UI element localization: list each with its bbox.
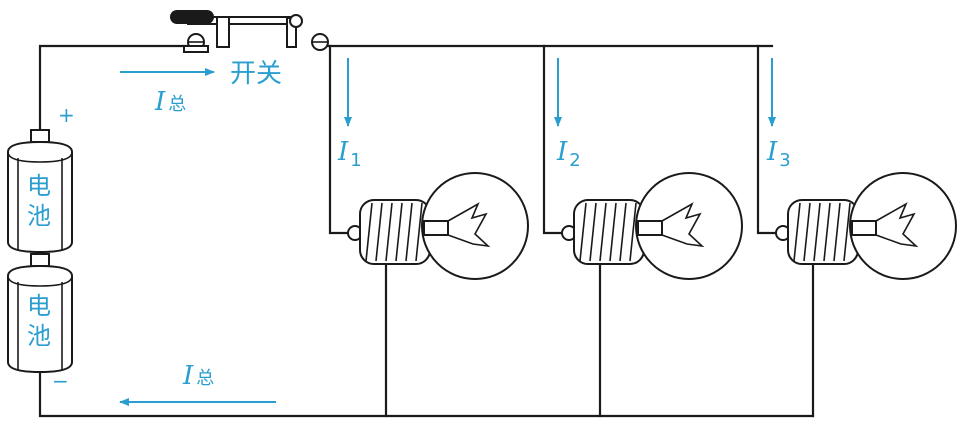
lamp-2 <box>561 172 743 280</box>
top-left-wire <box>38 44 192 134</box>
battery-cell-2-body <box>7 264 73 374</box>
battery-cell-1-terminal <box>30 129 50 143</box>
branch-3-feed-wire <box>756 44 782 235</box>
lamp-3-filament <box>875 202 919 248</box>
lamp-3 <box>775 172 957 280</box>
battery-cell-2-label-top: 电 <box>27 292 51 320</box>
battery: + − 电 池 电 池 <box>7 103 75 393</box>
battery-cell-1-label-bottom: 池 <box>27 202 51 230</box>
lamp-1 <box>347 172 529 280</box>
battery-cell-2: 电 池 <box>7 253 73 374</box>
lamp-2-filament <box>661 202 705 248</box>
battery-cell-2-rim <box>7 275 73 287</box>
battery-cell-1: 电 池 <box>7 129 73 254</box>
battery-cell-1-rim <box>7 151 73 163</box>
battery-plus-sign: + <box>58 103 75 127</box>
battery-minus-sign: − <box>52 369 69 393</box>
switch-hinge-post <box>216 16 230 48</box>
lamp-2-neck <box>637 220 663 236</box>
lamp-3-neck <box>851 220 877 236</box>
branch-1-feed-wire <box>328 44 354 235</box>
lamp-3-thread <box>793 202 851 262</box>
lamp-2-thread <box>579 202 637 262</box>
lamp-2-bulb <box>635 172 743 280</box>
switch-handle <box>170 10 214 24</box>
lamp-1-thread <box>365 202 423 262</box>
lamp-3-bulb <box>849 172 957 280</box>
battery-cell-2-terminal <box>30 253 50 267</box>
lamp-1-bulb <box>421 172 529 280</box>
battery-cell-1-body <box>7 140 73 254</box>
lamp-1-neck <box>423 220 449 236</box>
switch-label: 开关 <box>230 59 282 89</box>
battery-cell-2-label-bottom: 池 <box>27 322 51 350</box>
switch <box>170 10 329 53</box>
bottom-wire <box>38 368 815 418</box>
branch-2-feed-wire <box>542 44 568 235</box>
switch-base <box>183 45 209 53</box>
switch-hinge-pin <box>289 14 303 28</box>
lamp-1-filament <box>447 202 491 248</box>
battery-cell-1-label-top: 电 <box>27 172 51 200</box>
